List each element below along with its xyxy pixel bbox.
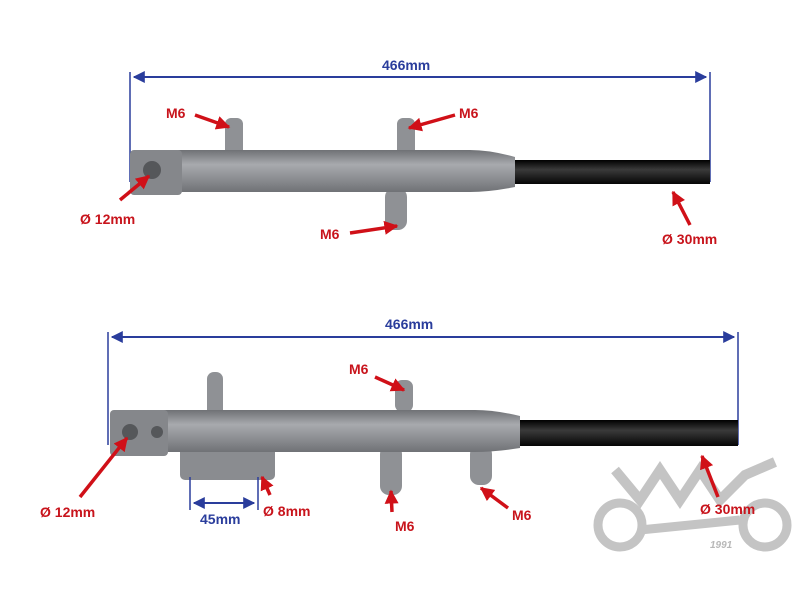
bottom-m6-label-2: M6 — [395, 518, 415, 534]
top-length-label: 466mm — [382, 57, 431, 73]
top-m6-label-3: M6 — [320, 226, 340, 242]
bottom-m6-label-1: M6 — [349, 361, 369, 377]
top-diameter-12-label: Ø 12mm — [80, 211, 136, 227]
bottom-m6-label-3: M6 — [512, 507, 532, 523]
top-fork — [118, 71, 711, 235]
logo-year: 1991 — [710, 540, 733, 551]
top-m6-label-2: M6 — [459, 105, 479, 121]
bottom-diameter-12-label: Ø 12mm — [40, 504, 96, 520]
top-m6-label-1: M6 — [166, 105, 186, 121]
top-diameter-30-label: Ø 30mm — [662, 231, 718, 247]
bottom-spacing-45-label: 45mm — [200, 511, 241, 527]
bottom-length-label: 466mm — [385, 316, 434, 332]
bottom-fork — [78, 331, 739, 513]
logo-watermark — [593, 457, 792, 552]
bottom-diameter-8-label: Ø 8mm — [263, 503, 311, 519]
bottom-diameter-30-label: Ø 30mm — [700, 501, 756, 517]
